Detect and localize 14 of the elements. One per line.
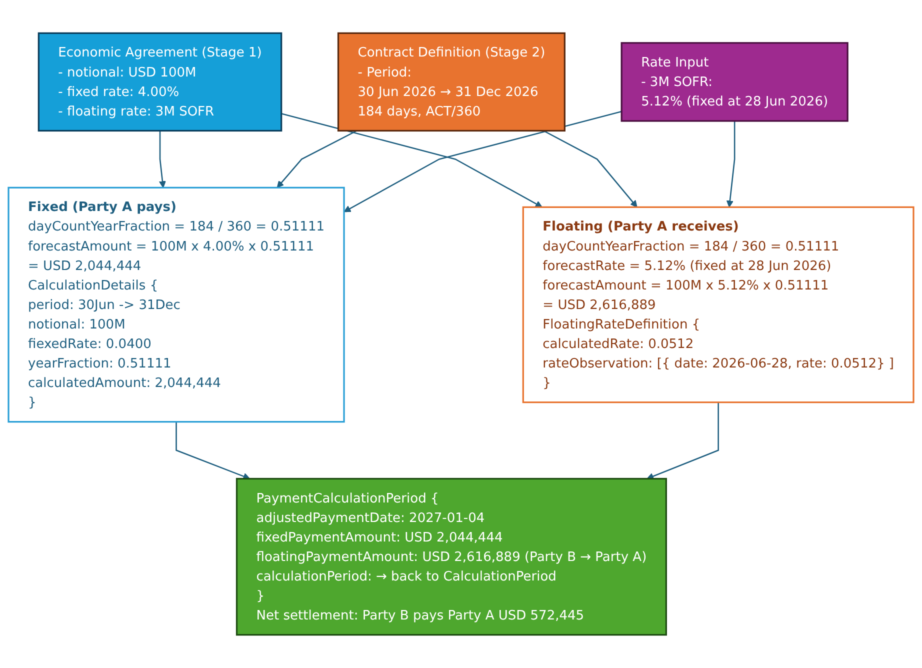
node-box: Contract Definition (Stage 2) - Period: 30 Jun 2026 → 31 Dec 2026 184 days, ACT/360 (337, 32, 566, 132)
node-box: Economic Agreement (Stage 1) - notional: USD 100M - fixed rate: 4.00% - floating rate: 3M SOFR (38, 32, 282, 132)
node-box: PaymentCalculationPeriod { adjustedPaymentDate: 2027-01-04 fixedPaymentAmount: USD 2,044,444 floatingPaymentAmount: USD 2,616,889 (Party B → Party A) calculationPeriod: → back to CalculationPeriod } Net settlement: Party B pays Party A USD 572,445 (236, 478, 667, 636)
arrow (646, 402, 719, 480)
arrow (158, 130, 166, 188)
arrow (281, 113, 542, 208)
arrow (543, 130, 638, 208)
arrow (176, 422, 250, 480)
arrow (344, 110, 622, 212)
node-box: Fixed (Party A pays) dayCountYearFraction = 184 / 360 = 0.51111 forecastAmount = 100M x 4.00% x 0.51111 = USD 2,044,444 CalculationDetails { period: 30Jun -> 31Dec notional: 100M fiexedRate: 0.0400 yearFraction: 0.51111 calculatedAmount: 2,044,444 } (8, 186, 345, 423)
node-box: Rate Input - 3M SOFR: 5.12% (fixed at 28 Jun 2026) (620, 42, 848, 122)
node-box: Floating (Party A receives) dayCountYearFraction = 184 / 360 = 0.51111 forecastRate = 5.12% (fixed at 28 Jun 2026) forecastAmount = 100M x 5.12% x 0.51111 = USD 2,616,889 FloatingRateDefinition { calculatedRate: 0.0512 rateObservation: [{ date: 2026-06-28, rate: 0.0512} ] } (522, 206, 914, 404)
arrow (276, 130, 358, 188)
arrow (726, 120, 736, 208)
